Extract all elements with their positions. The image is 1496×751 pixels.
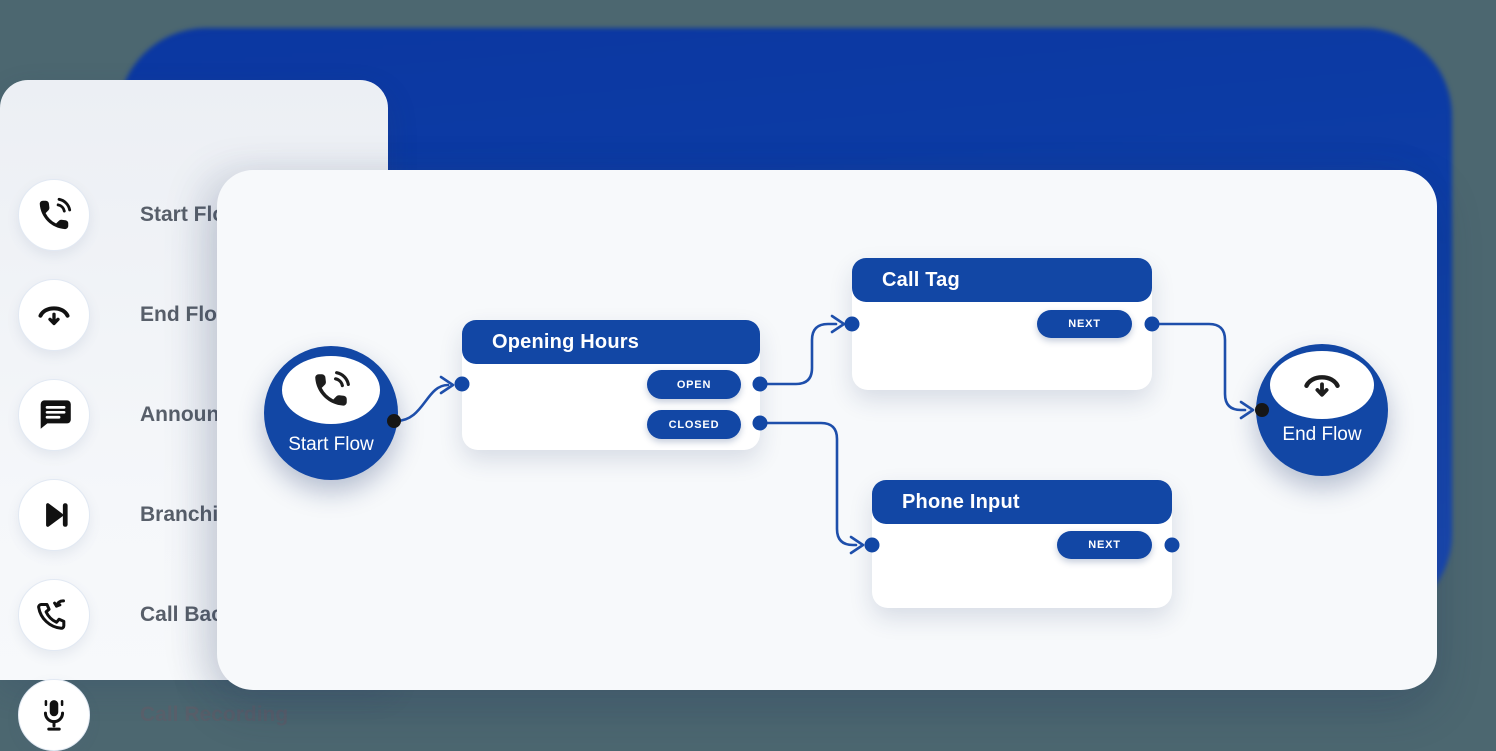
phone-call-icon: [282, 356, 380, 424]
node-header: Call Tag: [852, 258, 1152, 302]
node-call-tag[interactable]: Call Tag NEXT: [852, 258, 1152, 390]
port-next-button[interactable]: NEXT: [1037, 310, 1132, 338]
sidebar-item-start-flow[interactable]: Start Flow: [18, 179, 378, 251]
flow-canvas[interactable]: Start Flow Opening Hours OPEN CLOSED Cal…: [217, 170, 1437, 690]
node-title: Call Tag: [882, 269, 960, 291]
node-label: End Flow: [1282, 424, 1362, 445]
port-next-button[interactable]: NEXT: [1057, 531, 1152, 559]
phone-hangup-icon: [1270, 351, 1374, 419]
node-start-flow[interactable]: Start Flow: [264, 346, 398, 480]
node-phone-input[interactable]: Phone Input NEXT: [872, 480, 1172, 608]
node-label: Start Flow: [288, 434, 374, 455]
branch-icon: [18, 479, 90, 551]
port-open-button[interactable]: OPEN: [647, 370, 741, 399]
call-back-icon: [18, 579, 90, 651]
phone-hangup-icon: [18, 279, 90, 351]
node-end-flow[interactable]: End Flow: [1256, 344, 1388, 476]
sidebar-item-label: Call Recording: [140, 703, 289, 726]
sidebar-item-label: End Flow: [140, 303, 234, 326]
sidebar-item-label: Start Flow: [140, 203, 242, 226]
announcement-icon: [18, 379, 90, 451]
node-header: Opening Hours: [462, 320, 760, 364]
node-title: Phone Input: [902, 491, 1020, 513]
node-opening-hours[interactable]: Opening Hours OPEN CLOSED: [462, 320, 760, 450]
microphone-icon: [18, 679, 90, 751]
sidebar-item-call-back[interactable]: Call Back: [18, 579, 378, 651]
sidebar-item-call-recording[interactable]: Call Recording: [18, 679, 378, 751]
port-closed-button[interactable]: CLOSED: [647, 410, 741, 439]
sidebar-item-end-flow[interactable]: End Flow: [18, 279, 378, 351]
node-title: Opening Hours: [492, 331, 640, 353]
node-header: Phone Input: [872, 480, 1172, 524]
phone-call-icon: [18, 179, 90, 251]
sidebar-item-label: Call Back: [140, 603, 235, 626]
